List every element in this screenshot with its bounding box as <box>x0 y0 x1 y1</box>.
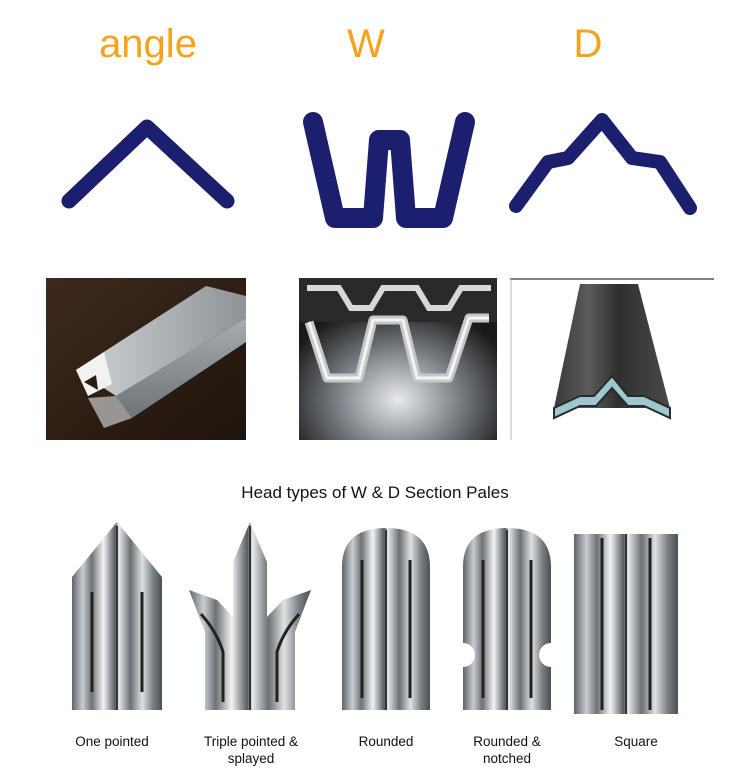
square-head-icon <box>574 534 678 714</box>
triple-pointed-splayed-head-icon <box>189 522 311 710</box>
label-square: Square <box>614 734 658 749</box>
title-w: W <box>347 22 385 66</box>
d-section-photo <box>510 278 714 440</box>
angle-photo <box>46 278 246 440</box>
label-one-pointed: One pointed <box>75 734 149 749</box>
one-pointed-head-icon <box>72 522 162 710</box>
w-section-photo <box>299 278 497 440</box>
angle-profile-icon <box>61 119 235 209</box>
title-d: D <box>573 22 603 66</box>
label-rounded-notched: Rounded & notched <box>473 734 541 766</box>
rounded-head-icon <box>342 528 430 710</box>
label-rounded: Rounded <box>358 734 414 749</box>
label-triple-pointed: Triple pointed & splayed <box>203 734 299 766</box>
head-types-title: Head types of W & D Section Pales <box>241 483 509 502</box>
d-profile-icon <box>509 113 697 215</box>
rounded-notched-head-icon <box>463 528 551 710</box>
w-profile-icon <box>303 112 475 228</box>
title-angle: angle <box>99 22 197 66</box>
